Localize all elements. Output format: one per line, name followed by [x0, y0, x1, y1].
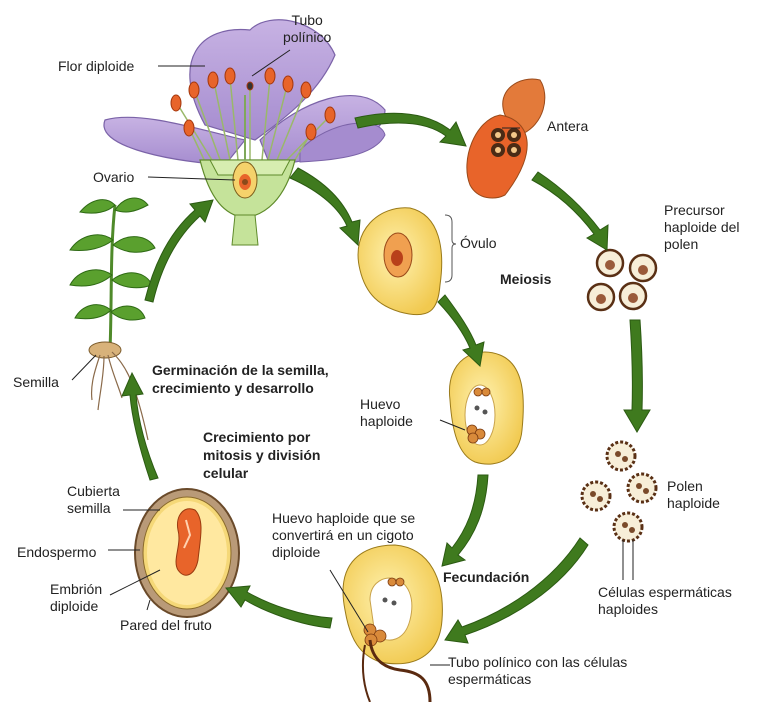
label-semilla: Semilla	[13, 374, 59, 391]
label-celulas-espermaticas: Células espermáticas haploides	[598, 584, 732, 618]
label-ovulo: Óvulo	[460, 235, 497, 252]
label-tubo-polinico: Tubo polínico	[283, 12, 331, 46]
seed-illustration	[108, 489, 239, 617]
label-cubierta-semilla: Cubierta semilla	[67, 483, 120, 517]
label-tubo-celulas: Tubo polínico con las células espermátic…	[448, 654, 627, 688]
label-antera: Antera	[547, 118, 588, 135]
label-polen-haploide: Polen haploide	[667, 478, 720, 512]
haploid-egg-ovule	[440, 352, 523, 464]
arrow-ovule-to-egg	[438, 295, 484, 366]
arrow-egg-to-fertilization	[442, 475, 488, 566]
fertilization-ovule	[330, 545, 450, 702]
label-flor-diploide: Flor diploide	[58, 58, 134, 75]
seedling-illustration	[70, 198, 155, 440]
label-precursor: Precursor haploide del polen	[664, 202, 740, 253]
arrow-ovary-to-ovule	[290, 168, 360, 245]
label-huevo-cigoto: Huevo haploide que se convertirá en un c…	[272, 510, 415, 561]
label-endospermo: Endospermo	[17, 544, 96, 561]
label-pared-del-fruto: Pared del fruto	[120, 617, 212, 634]
label-crecimiento: Crecimiento por mitosis y división celul…	[203, 428, 320, 482]
arrow-seedling-to-flower	[145, 200, 213, 302]
arrow-precursor-to-pollen	[624, 320, 650, 432]
label-huevo-haploide: Huevo haploide	[360, 396, 413, 430]
label-germinacion: Germinación de la semilla, crecimiento y…	[152, 361, 329, 397]
label-embrion-diploide: Embrión diploide	[50, 581, 102, 615]
arrow-fertilization-to-seed	[226, 586, 332, 628]
label-fecundacion: Fecundación	[443, 568, 529, 586]
sperm-cells-pointer	[623, 540, 633, 580]
label-meiosis: Meiosis	[500, 270, 551, 288]
label-ovario: Ovario	[93, 169, 134, 186]
arrow-pollen-to-fertilization	[445, 538, 588, 643]
arrow-anther-to-precursor	[532, 172, 608, 250]
